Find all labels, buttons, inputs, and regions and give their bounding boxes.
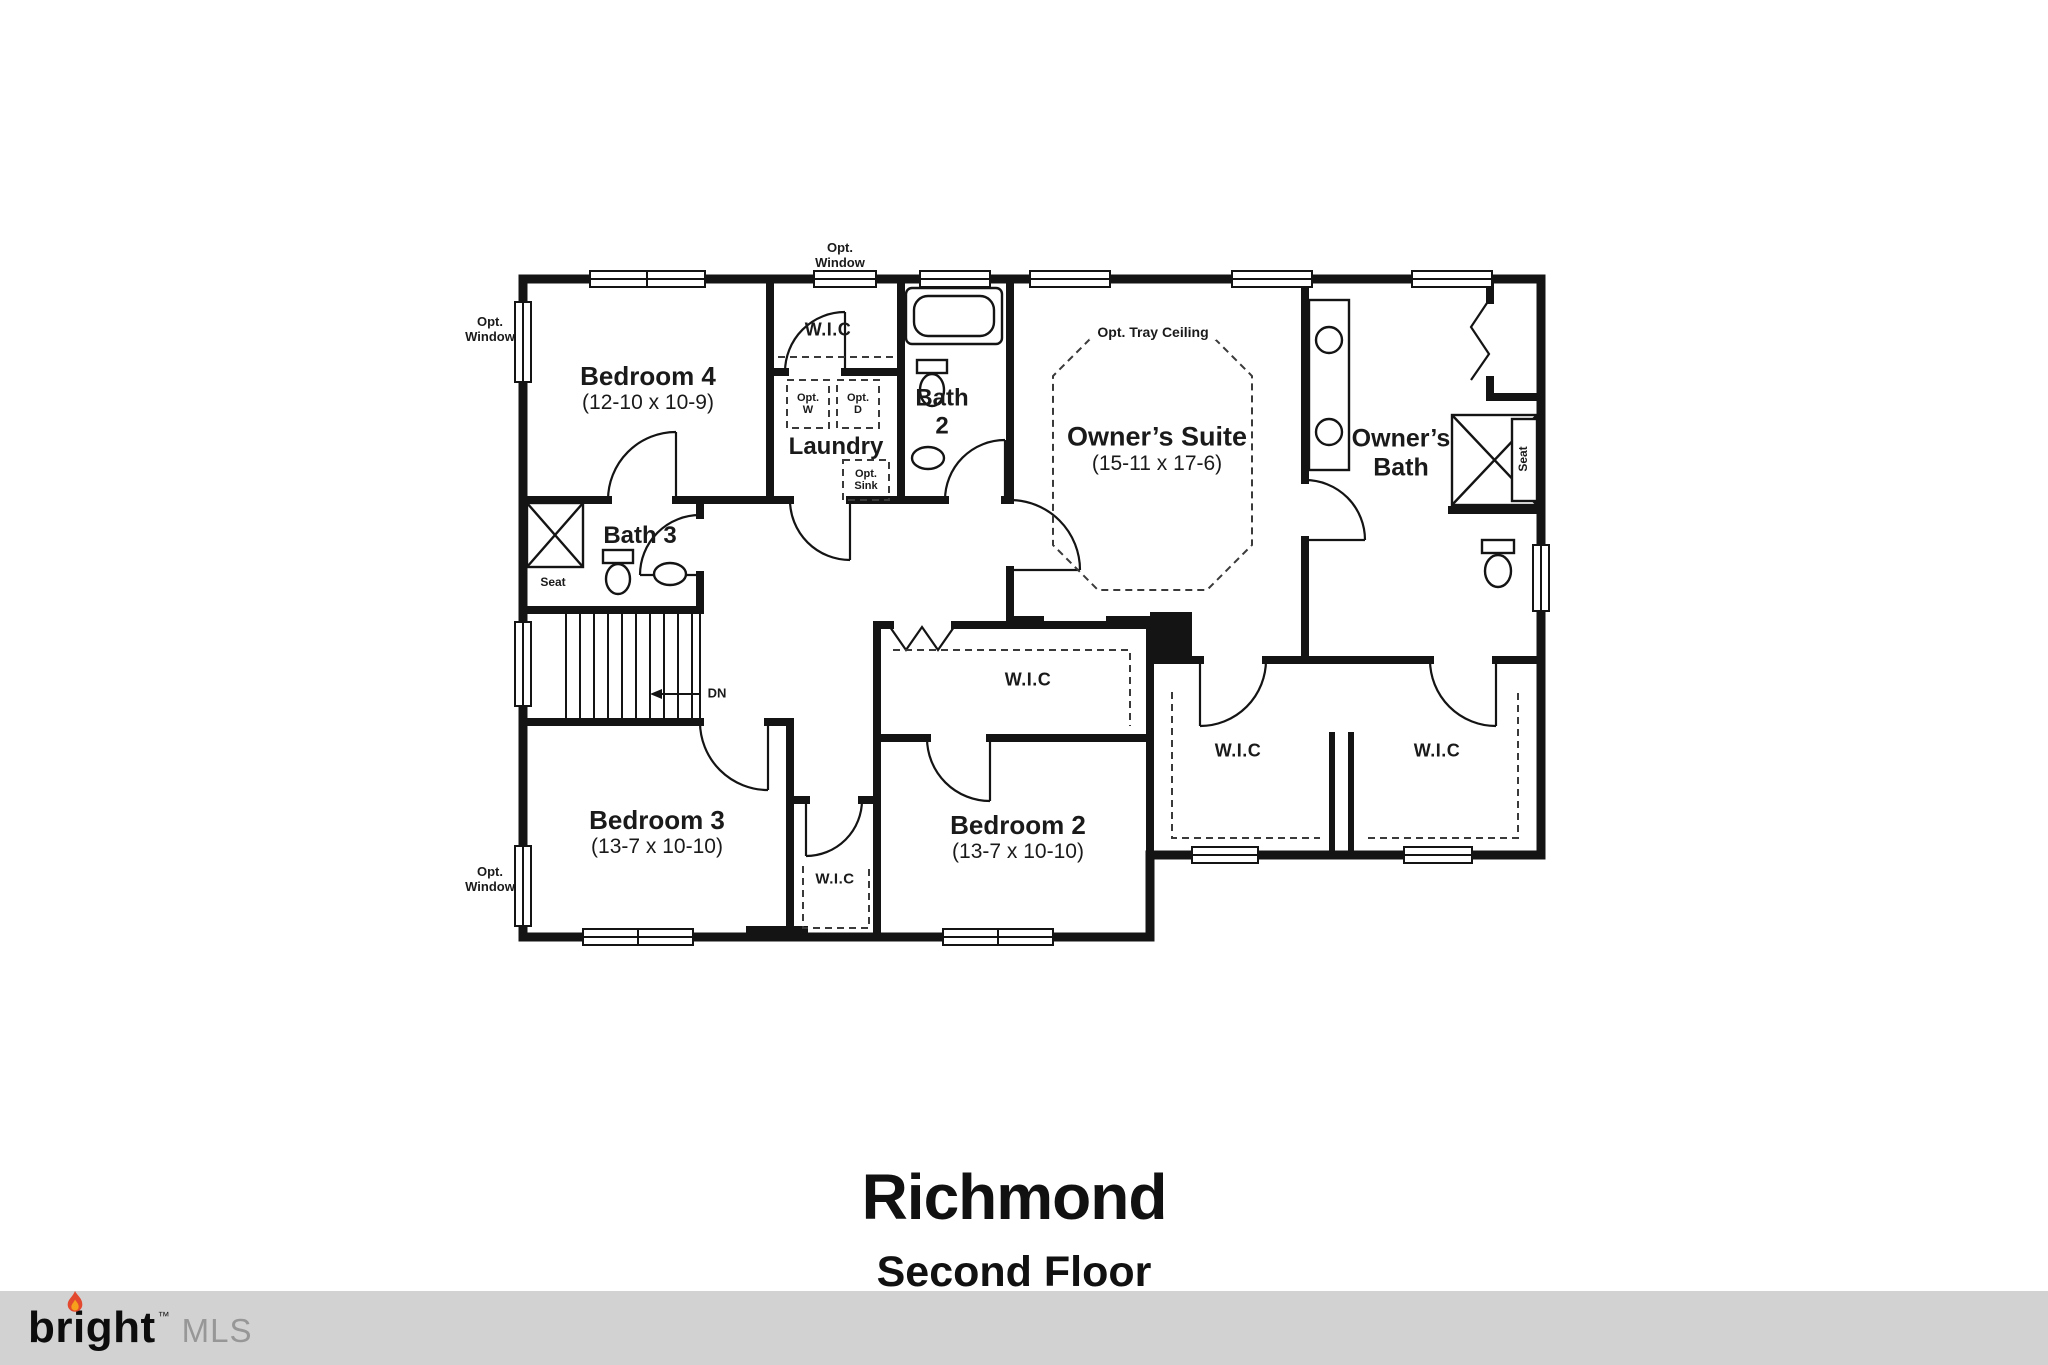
plan-title: Richmond <box>861 1161 1168 1233</box>
stairs-dn-label: DN <box>707 685 727 701</box>
tray-ceiling-outline <box>1052 330 1253 591</box>
sink-bath3 <box>652 561 688 587</box>
opt-tray-ceiling-label: Opt. Tray Ceiling <box>1089 323 1217 341</box>
bath2-label: Bath 2 <box>915 384 969 439</box>
owners-toilet <box>1480 538 1516 589</box>
opt-window-note-left-top: Opt. Window <box>465 314 515 344</box>
wic-bedroom2-shelf <box>893 649 1131 726</box>
plan-subtitle: Second Floor <box>876 1248 1152 1296</box>
owners-vanity <box>1307 298 1351 472</box>
wic-right2-label: W.I.C <box>1413 740 1461 761</box>
bedroom4-dims: (12-10 x 10-9) <box>582 390 714 414</box>
opt-washer-box <box>786 379 830 429</box>
opt-window-note-left-bottom: Opt. Window <box>465 864 515 894</box>
stairs-down-arrow <box>650 689 662 699</box>
seat-label-owners-shower: Seat <box>1516 446 1531 472</box>
opt-sink-label: Opt. Sink <box>854 467 878 492</box>
owners-suite-dims: (15-11 x 17-6) <box>1091 451 1223 475</box>
shower-bath3 <box>525 501 585 569</box>
bedroom4-label: Bedroom 4 <box>580 361 716 392</box>
wic-right1-label: W.I.C <box>1214 740 1262 761</box>
bedroom2-dims: (13-7 x 10-10) <box>952 839 1084 863</box>
opt-dryer-box <box>836 379 880 429</box>
wic-small-shelf <box>802 866 870 929</box>
bifold-wic-bedroom2 <box>889 625 955 652</box>
solid-wall-blocks <box>746 612 1192 940</box>
door-owners-bath <box>1304 478 1367 542</box>
opt-washer-label: Opt. W <box>797 391 819 416</box>
title-block: Richmond Second Floor <box>861 1160 1168 1297</box>
brand-wordmark: bright <box>28 1291 156 1353</box>
doors <box>606 299 1498 858</box>
closet-divider-walls <box>1329 732 1354 858</box>
door-wic-right1 <box>1198 659 1268 728</box>
opt-sink-box <box>842 459 890 501</box>
fixtures <box>525 286 1539 596</box>
door-bedroom3 <box>698 721 770 792</box>
door-bedroom2 <box>925 737 992 803</box>
laundry-label: Laundry <box>788 433 884 461</box>
owners-suite-label: Owner’s Suite <box>1066 421 1248 452</box>
bedroom2-label: Bedroom 2 <box>950 810 1086 841</box>
windows <box>514 270 1550 946</box>
wic-top-label: W.I.C <box>804 319 852 340</box>
toilet-bath3 <box>601 548 635 596</box>
door-wic-small <box>804 799 864 858</box>
bathtub-inner <box>912 294 996 338</box>
opt-window-note-top: Opt. Window <box>815 240 865 270</box>
walls <box>518 274 1546 942</box>
trademark-symbol: ™ <box>157 1309 170 1323</box>
door-wic-top <box>783 310 847 373</box>
bath3-label: Bath 3 <box>603 522 677 550</box>
toilet-bath2 <box>915 358 949 408</box>
door-laundry <box>788 499 852 562</box>
owners-shower <box>1450 413 1539 507</box>
bifold-linen-closet <box>1469 299 1491 381</box>
door-bedroom4 <box>606 430 678 501</box>
footer-bar: bright ™ MLS <box>0 1291 2048 1365</box>
wic-right2-shelf <box>1368 692 1519 839</box>
interior-walls <box>519 275 1545 941</box>
door-bath2 <box>943 438 1007 501</box>
sink-bath2 <box>910 445 946 471</box>
dashed-features <box>778 330 1519 929</box>
bedroom3-label: Bedroom 3 <box>589 805 725 836</box>
wic-right1-shelf <box>1171 692 1320 839</box>
opt-dryer-label: Opt. D <box>847 391 869 416</box>
owners-bath-label: Owner’s Bath <box>1351 424 1451 481</box>
door-owners-suite <box>1009 498 1082 572</box>
seat-label-bath3: Seat <box>540 575 566 590</box>
bright-mls-logo: bright ™ MLS <box>28 1291 253 1353</box>
brand-suffix: MLS <box>181 1312 253 1349</box>
wic-small-label: W.I.C <box>815 870 855 888</box>
bedroom3-dims: (13-7 x 10-10) <box>591 834 723 858</box>
flame-icon <box>67 1291 83 1312</box>
stairs <box>565 610 701 722</box>
door-wic-right2 <box>1428 659 1498 728</box>
wic-bedroom2-label: W.I.C <box>1004 669 1052 690</box>
brand-text: bright <box>28 1303 156 1352</box>
